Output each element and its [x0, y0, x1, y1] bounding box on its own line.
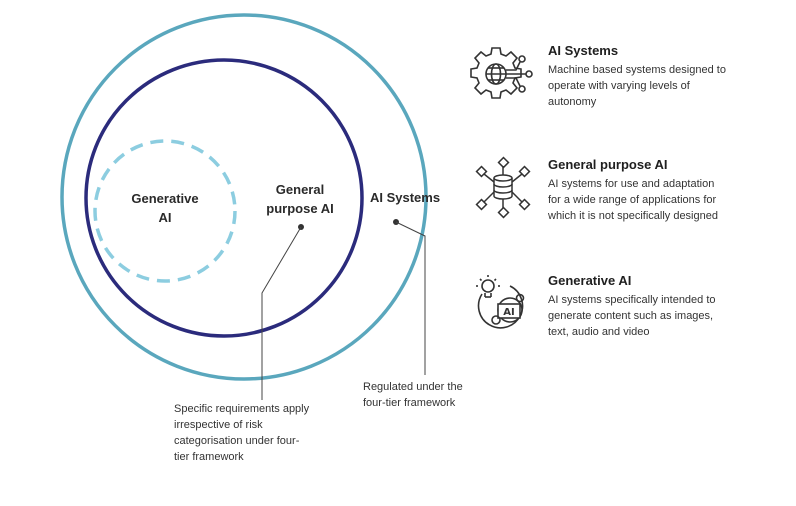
ai-systems-label: AI Systems: [369, 190, 441, 205]
legend-description: AI systems for use and adaptation for a …: [548, 178, 718, 222]
legend-text-general-purpose-ai: General purpose AI AI systems for use an…: [548, 156, 788, 224]
legend-description: Machine based systems designed to operat…: [548, 64, 726, 108]
ai-systems-leader-line: [393, 219, 426, 375]
generative-ai-circle: [93, 139, 237, 283]
general-purpose-ai-circle: [84, 58, 364, 338]
general-purpose-ai-label: General purpose AI: [266, 182, 334, 216]
legend-text-generative-ai: Generative AI AI systems specifically in…: [548, 272, 788, 340]
database-network-icon: [475, 156, 531, 219]
legend-item-ai-systems: AI Systems Machine based systems designe…: [470, 42, 790, 122]
legend-title: General purpose AI: [548, 157, 668, 172]
legend-item-general-purpose-ai: General purpose AI AI systems for use an…: [470, 156, 790, 236]
ai-systems-circle: [60, 13, 428, 381]
generative-ai-label: Generative AI: [131, 191, 199, 225]
svg-text:AI: AI: [503, 307, 514, 318]
general-purpose-leader-line: [261, 224, 304, 400]
general-purpose-callout: Specific requirements apply irrespective…: [174, 403, 310, 463]
legend-text-ai-systems: AI Systems Machine based systems designe…: [548, 42, 788, 110]
gear-globe-icon: [470, 47, 533, 99]
ai-systems-callout: Regulated under the four-tier framework: [363, 381, 463, 409]
legend-item-generative-ai: AI Generative AI AI systems specifically…: [470, 272, 790, 352]
legend-title: AI Systems: [548, 43, 619, 58]
legend-title: Generative AI: [548, 273, 632, 288]
legend-description: AI systems specifically intended to gene…: [548, 294, 716, 338]
lightbulb-ai-icon: AI: [476, 275, 525, 329]
